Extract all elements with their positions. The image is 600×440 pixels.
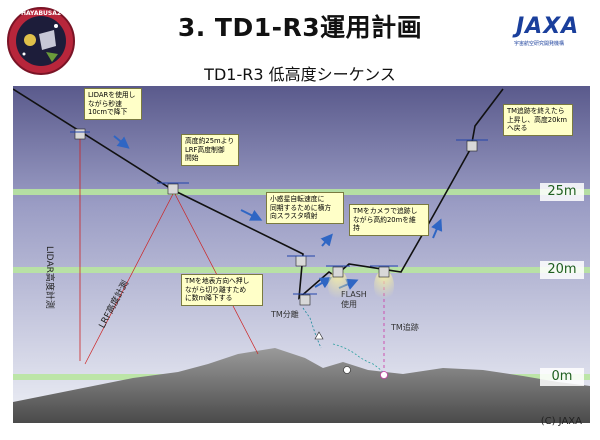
altitude-label-0m: 0m xyxy=(540,368,584,386)
flash-use-label: FLASH 使用 xyxy=(341,290,367,309)
arrow-descent-3 xyxy=(314,276,333,289)
asteroid-surface xyxy=(13,348,590,423)
spacecraft-icon-flash xyxy=(326,265,350,302)
altitude-label-20m: 20m xyxy=(540,261,584,279)
spacecraft-icon-lidar xyxy=(70,128,90,140)
spacecraft-icon-lrf xyxy=(157,182,189,195)
target-marker-icon-landed xyxy=(343,366,351,374)
callout-camera-track: TMをカメラで追跡し ながら高約20mを維 持 xyxy=(349,204,429,236)
callout-tm-push: TMを地表方向へ押し ながら切り離すため に数m降下する xyxy=(181,274,263,306)
arrow-ascent xyxy=(431,218,443,239)
arrow-descent-1 xyxy=(240,209,263,221)
lidar-measure-label: LIDAR高度計測 xyxy=(44,246,54,309)
page-title: 3. TD1-R3運用計画 xyxy=(177,13,423,42)
callout-lrf-control: 高度約25mより LRF高度制御 開始 xyxy=(181,134,239,166)
descent-sequence-diagram: 25m 20m 0m LIDAR高度計測 LRF高度計測 TM分離 FLASH … xyxy=(12,86,590,423)
altitude-label-25m: 25m xyxy=(540,183,584,201)
target-marker-icon-falling xyxy=(314,331,324,340)
callout-thrust-sync: 小惑星自転速度に 同期するために横方 向スラスタ噴射 xyxy=(266,192,344,224)
callout-lidar-descent: LIDARを使用し ながら秒速 10cmで降下 xyxy=(84,88,142,120)
arrow-lidar xyxy=(113,135,130,149)
lrf-beam-left xyxy=(84,193,174,365)
spacecraft-icon-ascent xyxy=(456,139,488,152)
mission-logo: HAYABUSA2 xyxy=(6,6,76,76)
callout-ascent: TM追跡を終えたら 上昇し、高度20km へ戻る xyxy=(503,104,573,136)
spacecraft-icon-sync xyxy=(287,255,315,267)
page-subtitle: TD1-R3 低高度シーケンス xyxy=(204,65,396,84)
diagram-canvas xyxy=(12,86,590,423)
tm-fall-path xyxy=(302,307,322,349)
jaxa-logo-text: JAXA xyxy=(516,14,580,39)
arrow-descent-2 xyxy=(320,233,333,247)
tm-tracking-label: TM追跡 xyxy=(391,323,419,332)
spacecraft-icon-tracking xyxy=(370,265,398,302)
tm-bounce-path xyxy=(332,343,386,375)
target-marker-icon-tracked xyxy=(380,371,388,379)
spacecraft-icon-tm-separation xyxy=(293,293,317,306)
mission-logo-text: HAYABUSA2 xyxy=(20,10,62,17)
copyright-text: (C) JAXA xyxy=(540,416,582,427)
jaxa-logo-subtext: 宇宙航空研究開発機構 xyxy=(514,41,565,47)
tm-separation-label: TM分離 xyxy=(271,310,299,319)
